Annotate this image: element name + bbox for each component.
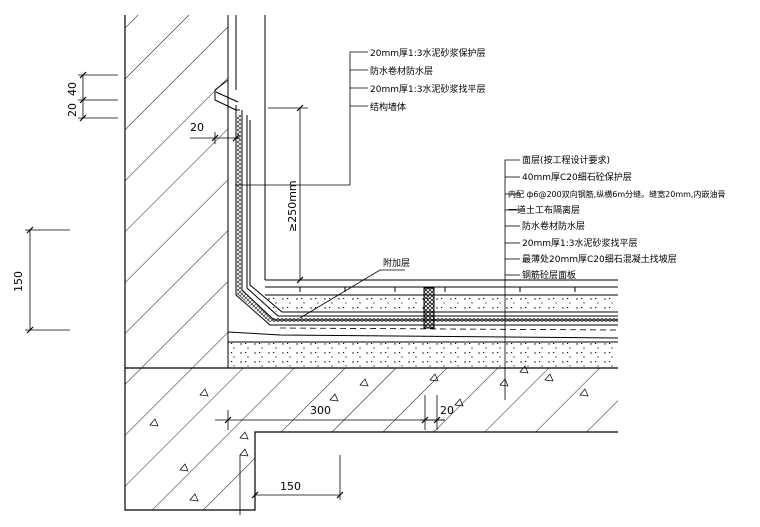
floor-callout-2: 40mm厚C20细石砼保护层 [522, 171, 632, 183]
floor-callout-8: 钢筋砼层面板 [522, 269, 576, 281]
dim-150-left: 150 [12, 271, 25, 292]
aggregate-marks [149, 365, 589, 502]
dim-150-bottom: 150 [280, 480, 301, 493]
slope-screed [228, 341, 618, 368]
floor-callout-5: 防水卷材防水层 [522, 220, 585, 232]
dimension-labels: 20 40 20 150 ≥250mm 300 20 150 [12, 82, 454, 493]
wall-callout-4: 结构墙体 [370, 101, 406, 113]
expansion-joint [423, 287, 435, 329]
dim-20-upper: 20 [190, 121, 204, 134]
additional-layer-label: 附加层 [383, 257, 410, 269]
dim-20-left: 20 [66, 103, 79, 117]
floor-layers [265, 279, 618, 329]
dim-20-lower: 20 [440, 404, 454, 417]
leader-lines [235, 51, 520, 400]
wall-callout-1: 20mm厚1:3水泥砂浆保护层 [370, 47, 485, 59]
floor-callout-3: 内配 ф6@200双向钢筋,纵横6m分缝。缝宽20mm,内嵌油膏 [508, 189, 725, 199]
floor-callout-4: 一道土工布隔离层 [508, 204, 580, 216]
floor-callout-7: 最薄处20mm厚C20细石混凝土找坡层 [522, 253, 677, 265]
dimension-ticks [26, 71, 441, 499]
floor-callout-1: 面层(按工程设计要求) [522, 154, 610, 166]
dim-300: 300 [310, 404, 331, 417]
floor-callout-6: 20mm厚1:3水泥砂浆找平层 [522, 237, 637, 249]
dimension-lines [25, 74, 445, 515]
floor-callouts: 面层(按工程设计要求) 40mm厚C20细石砼保护层 内配 ф6@200双向钢筋… [508, 154, 725, 281]
wall-callouts: 20mm厚1:3水泥砂浆保护层 防水卷材防水层 20mm厚1:3水泥砂浆找平层 … [370, 47, 485, 113]
dim-250: ≥250mm [286, 180, 299, 232]
wall-callout-3: 20mm厚1:3水泥砂浆找平层 [370, 83, 485, 95]
wall-callout-2: 防水卷材防水层 [370, 65, 433, 77]
dim-40: 40 [66, 82, 79, 96]
